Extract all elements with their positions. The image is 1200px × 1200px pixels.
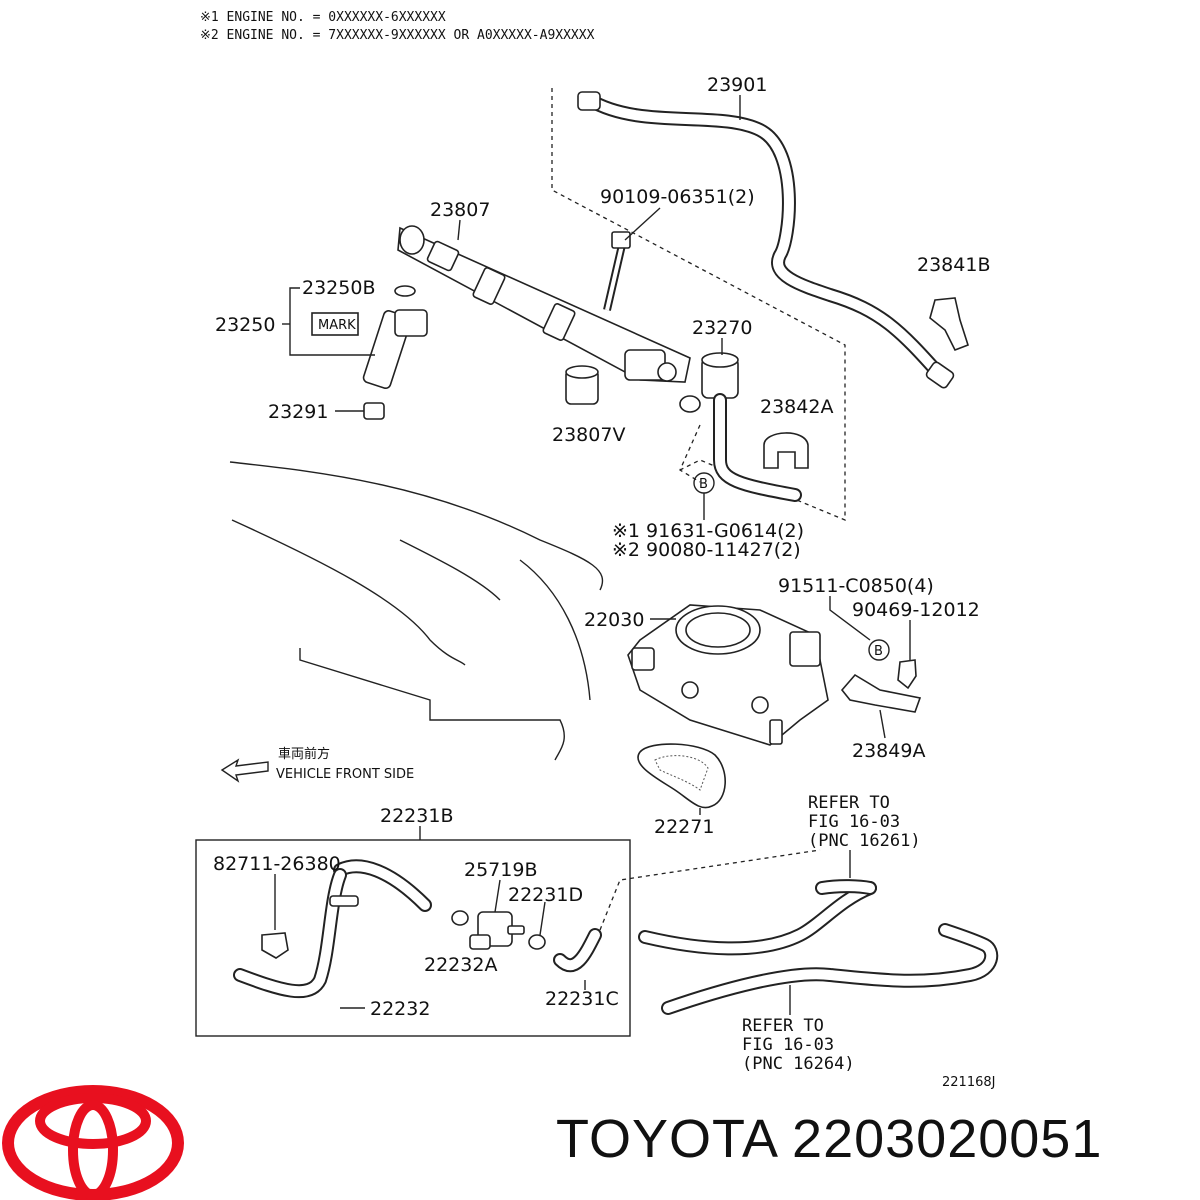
label-22231C: 22231C [545, 988, 619, 1010]
brand-part-number: TOYOTA 2203020051 [556, 1109, 1103, 1169]
leader-23849A [879, 709, 886, 739]
diagram-code: 221168J [942, 1075, 995, 1090]
ref2-line3: (PNC 16264) [742, 1054, 855, 1074]
valve-25719B [469, 911, 525, 950]
bracket-23250 [289, 287, 375, 356]
label-90469: 90469-12012 [852, 599, 980, 621]
dash-to-b1 [679, 424, 701, 483]
label-22231D: 22231D [508, 884, 583, 906]
label-mark: MARK [318, 318, 356, 333]
throttle-body-22030 [627, 604, 829, 746]
vehicle-front-arrow-icon [220, 758, 269, 783]
clamp-22231D [528, 934, 546, 950]
delivery-pipe-23807 [397, 225, 691, 383]
label-25719B: 25719B [464, 859, 537, 881]
leader-23807 [457, 219, 461, 241]
label-23270: 23270 [692, 317, 752, 339]
label-direction-en: VEHICLE FRONT SIDE [276, 767, 414, 782]
label-22271: 22271 [654, 816, 714, 838]
pressure-regulator-23270 [679, 352, 802, 502]
label-90080: ※2 90080-11427(2) [612, 539, 801, 561]
label-23807: 23807 [430, 199, 490, 221]
label-23842A: 23842A [760, 396, 833, 418]
engine-outline [229, 461, 604, 761]
fuel-hose-23901 [577, 91, 955, 389]
engine-note-1: ※1 ENGINE NO. = 0XXXXXX-6XXXXXX [200, 10, 446, 25]
leader-22231D [539, 901, 546, 936]
hose-22231C [553, 928, 602, 973]
insulator-23291 [363, 402, 385, 420]
label-22232A: 22232A [424, 954, 497, 976]
label-90109: 90109-06351(2) [600, 186, 755, 208]
label-91631: ※1 91631-G0614(2) [612, 520, 804, 542]
label-91511: 91511-C0850(4) [778, 575, 934, 597]
bracket-23849A [840, 673, 922, 713]
clamp-23841B [929, 297, 969, 352]
o-ring-23250B [394, 285, 416, 297]
label-22232: 22232 [370, 998, 430, 1020]
ref2-line1: REFER TO [742, 1016, 824, 1036]
ref1-line2: FIG 16-03 [808, 812, 900, 832]
leader-90109 [624, 207, 661, 241]
ref1-line3: (PNC 16261) [808, 831, 921, 851]
hose-22232 [233, 859, 432, 999]
label-direction-jp: 車両前方 [278, 746, 330, 762]
engine-note-2: ※2 ENGINE NO. = 7XXXXXX-9XXXXXX OR A0XXX… [200, 28, 595, 43]
toyota-logo-icon [2, 1085, 184, 1200]
label-22030: 22030 [584, 609, 644, 631]
clamp-22232A [451, 910, 469, 926]
group-outline-dashed [551, 88, 846, 521]
label-23849A: 23849A [852, 740, 925, 762]
dash-connector [599, 849, 821, 931]
gasket-22271 [637, 743, 726, 809]
label-b-1: B [699, 477, 708, 492]
clamp-23842A [763, 432, 809, 469]
hose-pnc-16264 [661, 923, 999, 1015]
clip-90469 [897, 659, 917, 690]
label-23901: 23901 [707, 74, 767, 96]
ref2-line2: FIG 16-03 [742, 1035, 834, 1055]
label-82711: 82711-26380 [213, 853, 341, 875]
label-23291: 23291 [268, 401, 328, 423]
label-23250: 23250 [215, 314, 275, 336]
label-23807V: 23807V [552, 424, 625, 446]
hose-pnc-16261 [638, 879, 877, 956]
clip-82711 [261, 932, 289, 959]
label-23841B: 23841B [917, 254, 990, 276]
injector-23250 [311, 309, 428, 390]
leader-91511 [829, 596, 871, 641]
leader-25719B [494, 879, 501, 913]
spacer-23807V [565, 365, 599, 405]
ref1-line1: REFER TO [808, 793, 890, 813]
label-22231B: 22231B [380, 805, 453, 827]
label-23250B: 23250B [302, 277, 375, 299]
hose-group-box [195, 839, 631, 1037]
bolt-90109 [603, 231, 631, 311]
label-b-2: B [874, 644, 883, 659]
circle-b-2 [868, 639, 890, 661]
